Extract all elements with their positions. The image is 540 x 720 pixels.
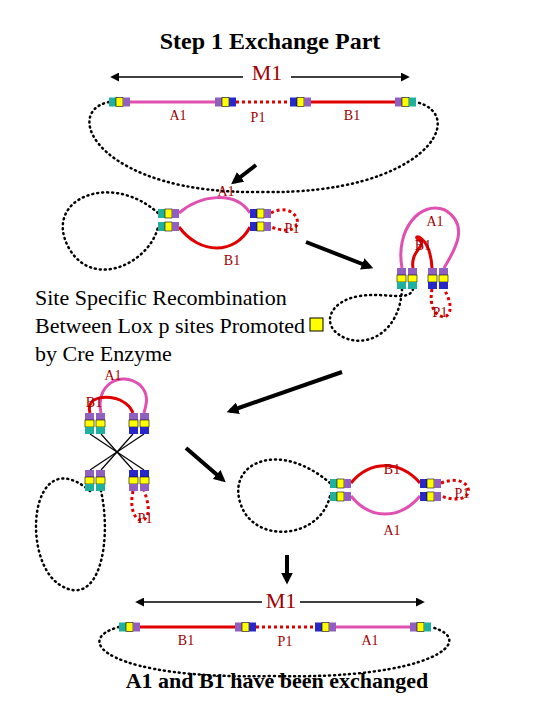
part-label: B1 [178, 634, 194, 648]
lox-cassette [290, 98, 311, 107]
part-label: P1 [278, 635, 293, 649]
part-label: P1 [433, 306, 448, 320]
step-arrow [186, 448, 223, 480]
step-arrow [285, 555, 289, 581]
lox-cassette [408, 268, 417, 289]
lox-cassette [119, 623, 140, 632]
part-label: P1 [138, 512, 153, 526]
part-label: A1 [169, 109, 186, 123]
segment-p [256, 626, 315, 629]
crossover-line [90, 434, 144, 470]
caption: A1 and B1 have been exchanged [126, 670, 429, 692]
segment-b [413, 237, 432, 268]
part-label: A1 [383, 524, 400, 538]
part-label: B1 [86, 396, 102, 410]
segment-p [236, 101, 290, 104]
lox-cassette [96, 413, 105, 434]
backbone-loop [63, 192, 158, 269]
part-label: M1 [266, 590, 297, 612]
lox-cassette [140, 470, 149, 491]
segment-b [179, 227, 250, 248]
title: Step 1 Exchange Part [160, 29, 381, 53]
part-label: P1 [251, 111, 266, 125]
backbone-loop [238, 460, 330, 532]
segment-a [179, 198, 250, 213]
segment-a [401, 208, 459, 268]
part-label: P1 [455, 487, 470, 501]
segment-a [351, 496, 420, 514]
step-arrow [306, 242, 370, 267]
segment-a [130, 101, 215, 104]
part-label: A1 [217, 185, 234, 199]
backbone-loop [89, 102, 437, 192]
lox-cassette [420, 492, 441, 501]
plasmid-stage-4 [36, 379, 149, 590]
lox-cassette [129, 413, 138, 434]
lox-cassette [439, 268, 448, 289]
part-label: B1 [384, 463, 400, 477]
lox-cassette [109, 98, 130, 107]
step-arrow [234, 165, 256, 182]
backbone-loop [99, 627, 449, 676]
plasmid-stage-3 [330, 208, 459, 341]
lox-site-key [310, 318, 323, 331]
lox-cassette [96, 470, 105, 491]
lox-cassette [85, 470, 94, 491]
part-label: B1 [344, 109, 360, 123]
part-label: M1 [252, 62, 283, 84]
crossover-line [90, 434, 144, 470]
lox-cassette [250, 209, 271, 218]
part-label: A1 [426, 215, 443, 229]
lox-cassette [428, 268, 437, 289]
span-arrow [291, 76, 408, 78]
lox-cassette [140, 413, 149, 434]
backbone-loop [330, 289, 413, 341]
lox-cassette [250, 222, 271, 231]
lox-cassette [410, 623, 431, 632]
lox-cassette [330, 492, 351, 501]
part-label: A1 [104, 369, 121, 383]
segment-a [336, 626, 410, 629]
part-label: A1 [361, 634, 378, 648]
plasmid-stage-2 [63, 192, 298, 269]
step-arrows [186, 165, 370, 581]
segment-b [140, 626, 235, 629]
backbone-loop [36, 479, 105, 591]
lox-cassette [235, 623, 256, 632]
note-text: Site Specific Recombination Between Lox … [35, 284, 320, 368]
part-label: P1 [285, 222, 300, 236]
span-arrow [112, 76, 243, 78]
lox-cassette [315, 623, 336, 632]
lox-cassette [129, 470, 138, 491]
lox-cassette [85, 413, 94, 434]
plasmid-stage-6 [99, 602, 449, 676]
lox-cassette [158, 209, 179, 218]
lox-cassette [420, 479, 441, 488]
part-label: B1 [415, 239, 431, 253]
span-arrow [300, 601, 423, 603]
lox-cassette [395, 98, 416, 107]
step-arrow [230, 372, 342, 411]
plasmid-stage-1 [89, 77, 437, 192]
lox-cassette [397, 268, 406, 289]
part-label: B1 [224, 254, 240, 268]
lox-cassette [158, 222, 179, 231]
span-arrow [137, 601, 262, 603]
lox-cassette [215, 98, 236, 107]
segment-b [311, 101, 395, 104]
plasmid-stage-5 [238, 460, 468, 532]
lox-cassette [330, 479, 351, 488]
